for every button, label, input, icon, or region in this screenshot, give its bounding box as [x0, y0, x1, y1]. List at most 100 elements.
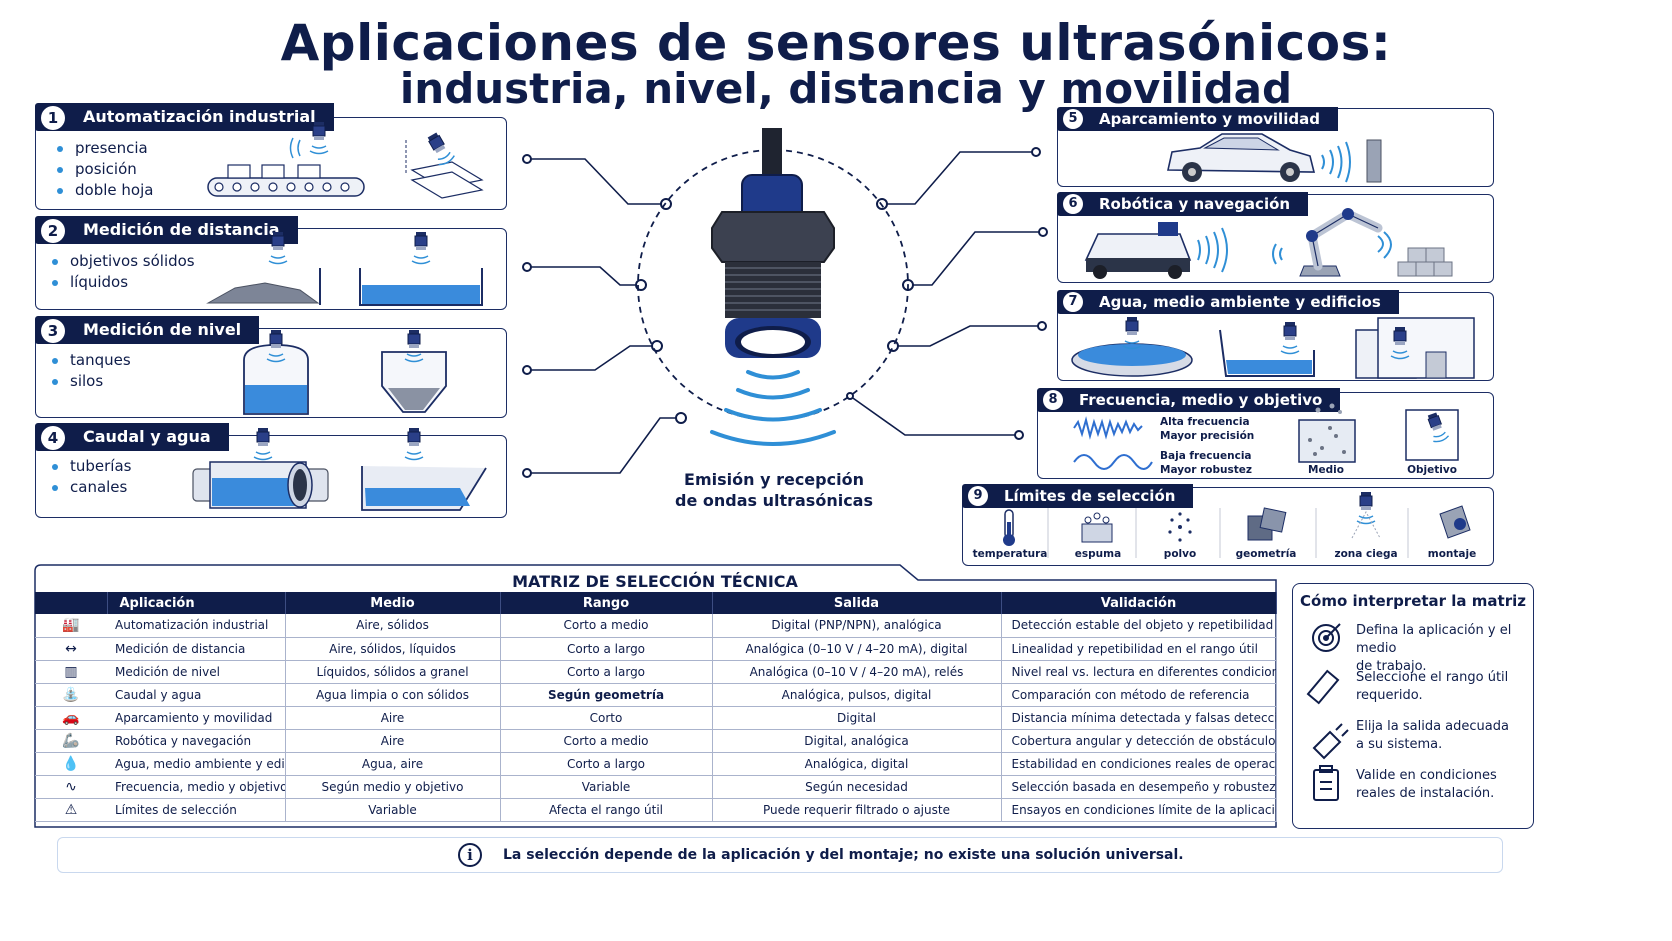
table-cell: Aire, sólidos	[285, 614, 501, 638]
table-cell: Frecuencia, medio y objetivo	[107, 775, 286, 799]
solid-pile-icon	[206, 231, 321, 305]
table-cell: Estabilidad en condiciones reales de ope…	[1001, 752, 1277, 776]
objetivo-label: Objetivo	[1407, 464, 1457, 476]
warning-icon: ⚠	[35, 798, 107, 822]
low-frequency-wave-icon	[1073, 454, 1153, 470]
thermometer-icon	[1003, 509, 1015, 546]
robot-vehicle-icon	[1084, 222, 1192, 279]
panel-8-header: 8 Frecuencia, medio y objetivo	[1037, 388, 1341, 412]
panel-7-header: 7 Agua, medio ambiente y edificios	[1057, 290, 1399, 314]
panel-1-number: 1	[41, 106, 65, 130]
car-icon: 🚗	[35, 706, 107, 730]
dust-icon	[1168, 512, 1192, 542]
reservoir-icon	[1219, 321, 1315, 377]
medio-label: Medio	[1308, 464, 1344, 476]
column-header: Salida	[712, 592, 1002, 614]
conveyor-belt-icon	[207, 164, 365, 197]
center-caption-line1: Emisión y recepción	[684, 470, 864, 489]
list-item: líquidos	[50, 272, 195, 293]
list-item: objetivos sólidos	[50, 251, 195, 272]
plug-icon	[1312, 723, 1349, 760]
column-header: Rango	[500, 592, 713, 614]
panel-4-list: tuberías canales	[50, 456, 131, 498]
distance-icon: ↔	[35, 637, 107, 661]
high-frequency-label: Alta frecuencia	[1160, 416, 1250, 428]
list-item: posición	[55, 159, 153, 180]
center-caption-line2: de ondas ultrasónicas	[674, 491, 873, 510]
connector-dots	[522, 147, 1048, 478]
header-icon-cell	[35, 592, 108, 614]
panel-9-number: 9	[968, 486, 988, 506]
column-header: Validación	[1001, 592, 1277, 614]
panel-3-number: 3	[41, 319, 65, 343]
panel-3-list: tanques silos	[50, 350, 131, 392]
panel-1-header: 1 Automatización industrial	[35, 103, 334, 131]
table-cell: Según medio y objetivo	[285, 775, 501, 799]
panel-6-title: Robótica y navegación	[1099, 195, 1291, 213]
central-sensor-icon	[637, 128, 909, 421]
matrix-header-row: Aplicación Medio Rango Salida Validación	[35, 592, 1277, 614]
table-cell: Caudal y agua	[107, 683, 286, 707]
interpret-step: Valide en condiciones reales de instalac…	[1356, 767, 1526, 803]
interpret-step: Defina la aplicación y el medio de traba…	[1356, 622, 1526, 676]
table-cell: Corto a largo	[500, 660, 713, 684]
table-cell: Nivel real vs. lectura en diferentes con…	[1001, 660, 1277, 684]
table-cell: Comparación con método de referencia	[1001, 683, 1277, 707]
panel-5-header: 5 Aparcamiento y movilidad	[1057, 107, 1338, 131]
table-row: 💧Agua, medio ambiente y edificiosAgua, a…	[35, 752, 1277, 776]
table-cell: Agua, aire	[285, 752, 501, 776]
step-line: Elija la salida adecuada	[1356, 719, 1509, 734]
double-sheet-icon	[405, 129, 484, 199]
step-line: Defina la aplicación y el medio	[1356, 623, 1512, 656]
limit-label-zona-ciega: zona ciega	[1334, 548, 1398, 560]
boxes-icon	[1397, 247, 1453, 277]
table-cell: Aparcamiento y movilidad	[107, 706, 286, 730]
panel-4-number: 4	[41, 426, 65, 450]
geometry-icon	[1247, 507, 1287, 541]
info-icon: i	[458, 843, 482, 867]
table-cell: Medición de distancia	[107, 637, 286, 661]
panel-3-header: 3 Medición de nivel	[35, 316, 260, 344]
panel-7-title: Agua, medio ambiente y edificios	[1099, 293, 1381, 311]
foam-icon	[1081, 512, 1113, 543]
water-treatment-icon	[1071, 316, 1193, 377]
table-cell: Según geometría	[500, 683, 713, 707]
limit-label-polvo: polvo	[1163, 548, 1197, 560]
list-item: presencia	[55, 138, 153, 159]
interpret-step: Elija la salida adecuada a su sistema.	[1356, 718, 1526, 754]
panel-1-list: presencia posición doble hoja	[55, 138, 153, 201]
table-cell: Límites de selección	[107, 798, 286, 822]
column-header: Medio	[285, 592, 501, 614]
table-cell: Variable	[500, 775, 713, 799]
table-cell: Agua limpia o con sólidos	[285, 683, 501, 707]
building-icon	[1355, 317, 1475, 379]
footer-text: La selección depende de la aplicación y …	[503, 847, 1184, 863]
tank-icon	[243, 329, 309, 415]
table-cell: Detección estable del objeto y repetibil…	[1001, 614, 1277, 638]
medium-container-icon	[1298, 403, 1356, 463]
target-icon	[1312, 623, 1341, 652]
car-icon	[1167, 133, 1316, 182]
table-cell: Variable	[285, 798, 501, 822]
table-cell: Corto a largo	[500, 752, 713, 776]
factory-icon: 🏭	[35, 614, 107, 638]
list-item: doble hoja	[55, 180, 153, 201]
table-cell: Corto	[500, 706, 713, 730]
liquid-tank-icon	[359, 231, 483, 306]
panel-2-title: Medición de distancia	[83, 220, 280, 239]
mounting-icon	[1439, 505, 1471, 539]
target-object-icon	[1405, 409, 1459, 461]
silo-icon	[381, 329, 447, 413]
table-cell: Corto a medio	[500, 614, 713, 638]
water-drop-icon: 💧	[35, 752, 107, 776]
panel-6-header: 6 Robótica y navegación	[1057, 192, 1309, 216]
step-line: reales de instalación.	[1356, 786, 1495, 801]
limit-label-geometria: geometría	[1235, 548, 1297, 560]
table-cell: Corto a largo	[500, 637, 713, 661]
